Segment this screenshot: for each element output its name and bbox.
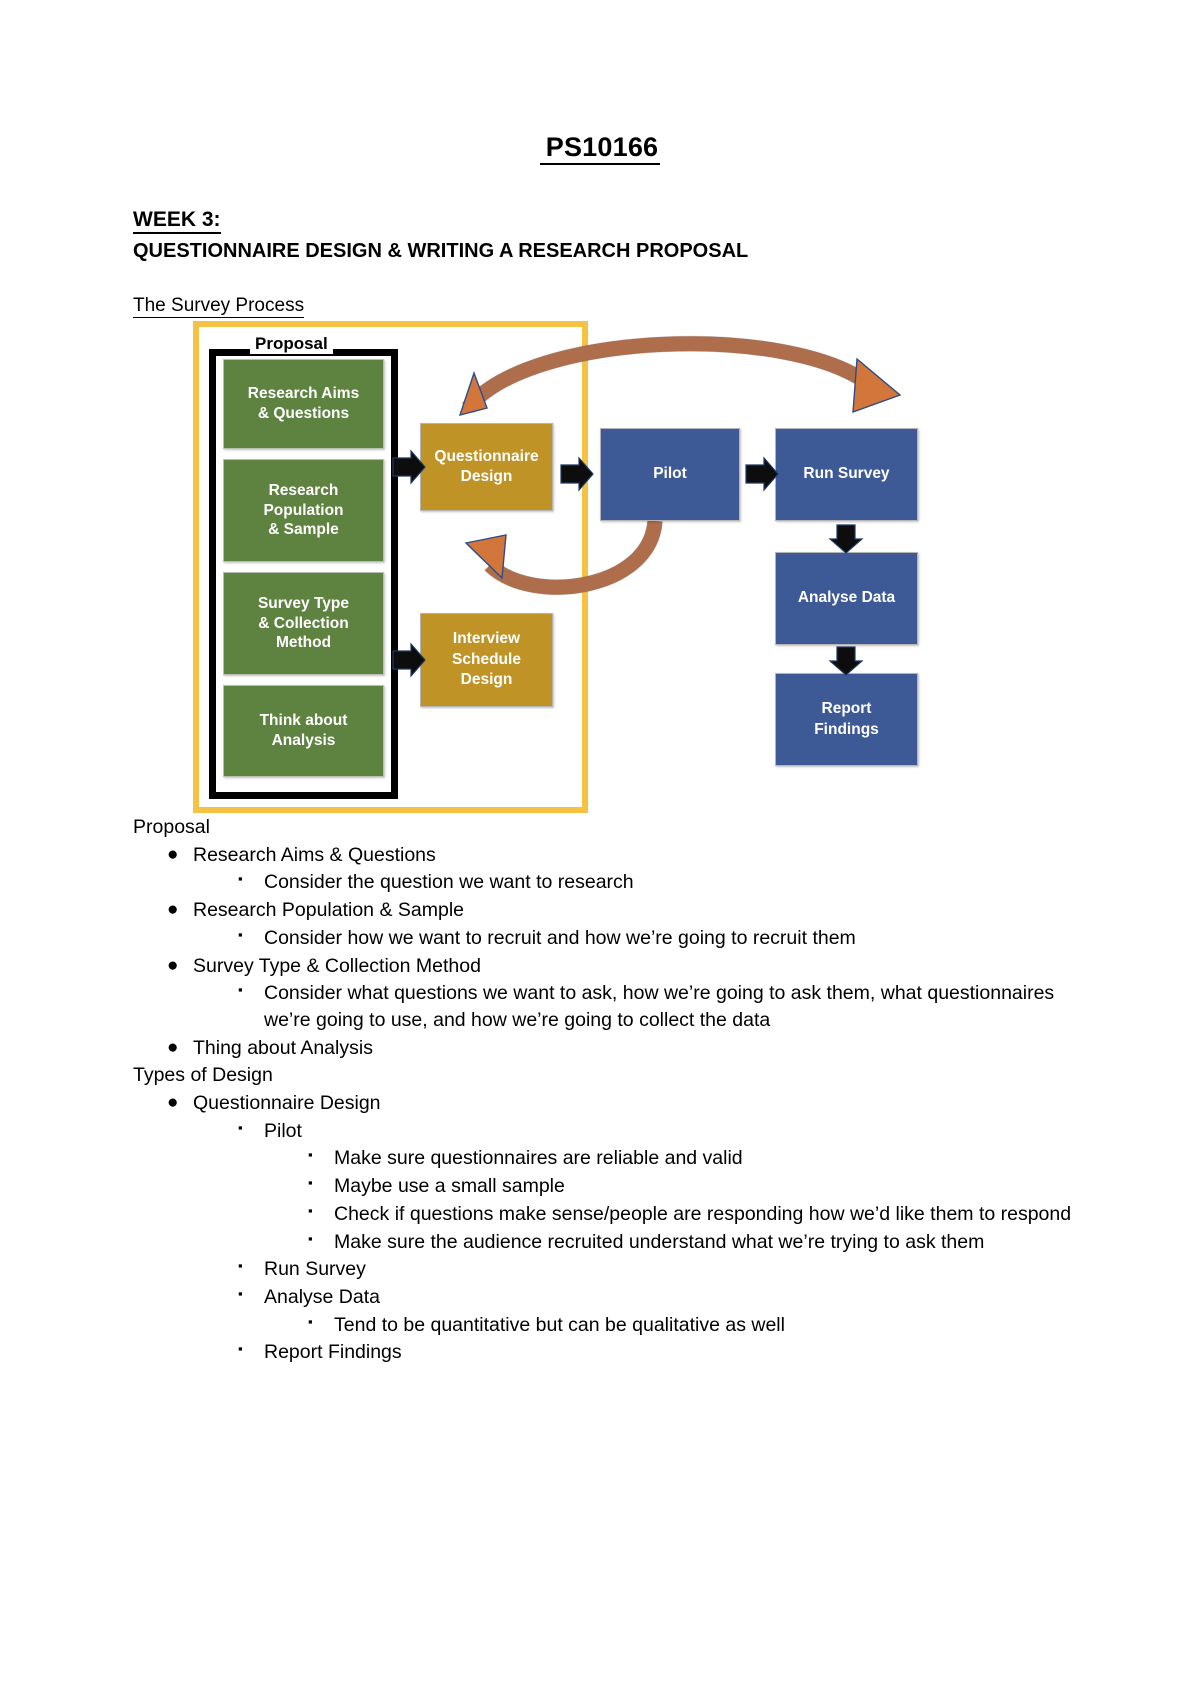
bullet-square-icon: ▪ bbox=[308, 1202, 313, 1218]
outline-item: ▪ Pilot bbox=[133, 1118, 1093, 1145]
outline-item-text: Consider how we want to recruit and how … bbox=[264, 926, 856, 949]
bullet-square-icon: ▪ bbox=[238, 1285, 243, 1301]
outline-item: Types of Design bbox=[133, 1062, 1093, 1089]
bullet-square-icon: ▪ bbox=[238, 1258, 243, 1274]
bullet-dot-icon: ● bbox=[167, 1092, 179, 1114]
outline-item-text: Analyse Data bbox=[264, 1285, 380, 1308]
outline-item-text: Pilot bbox=[264, 1119, 302, 1142]
outline-item-text: Make sure the audience recruited underst… bbox=[334, 1230, 985, 1253]
outline-item: ▪ Make sure questionnaires are reliable a… bbox=[133, 1145, 1093, 1172]
outline-list: Proposal ● Research Aims & Questions ▪ Consi… bbox=[133, 814, 1093, 1367]
proposal-step-box-3: Survey Type & Collection Method bbox=[223, 572, 384, 675]
outline-item: ● Research Population & Sample bbox=[133, 897, 1093, 924]
outline-item: ● Research Aims & Questions bbox=[133, 842, 1093, 869]
outline-item: ▪ Run Survey bbox=[133, 1256, 1093, 1283]
outline-item: ▪ Tend to be quantitative but can be qual… bbox=[133, 1312, 1093, 1339]
arrow-down-1 bbox=[828, 524, 864, 554]
pilot-box: Pilot bbox=[600, 428, 740, 521]
bullet-dot-icon: ● bbox=[167, 954, 179, 976]
analyse-data-label: Analyse Data bbox=[797, 589, 896, 607]
survey-process-diagram: Proposal Research Aims & Questions Resea… bbox=[130, 313, 960, 813]
proposal-container-label: Proposal bbox=[250, 334, 333, 354]
week-subtitle: QUESTIONNAIRE DESIGN & WRITING A RESEARC… bbox=[133, 240, 749, 262]
report-findings-box: Report Findings bbox=[775, 673, 918, 766]
outline-item: ▪ Consider what questions we want to ask,… bbox=[133, 980, 1093, 1033]
outline-item-text: Tend to be quantitative but can be quali… bbox=[334, 1313, 785, 1336]
bullet-square-icon: ▪ bbox=[238, 1119, 243, 1135]
outline-item: ● Thing about Analysis bbox=[133, 1035, 1093, 1062]
proposal-step-label-1: Research Aims & Questions bbox=[247, 385, 360, 422]
week-title: WEEK 3: bbox=[133, 208, 221, 234]
arrow-right-4 bbox=[745, 456, 779, 492]
outline-item-text: Thing about Analysis bbox=[193, 1036, 373, 1059]
outline-item-text: Proposal bbox=[133, 816, 210, 838]
week-title-text: WEEK 3: bbox=[133, 208, 221, 234]
analyse-data-box: Analyse Data bbox=[775, 552, 918, 645]
pilot-label: Pilot bbox=[653, 465, 687, 483]
section-heading: The Survey Process bbox=[133, 295, 305, 318]
outline-item: ▪ Analyse Data bbox=[133, 1284, 1093, 1311]
bullet-square-icon: ▪ bbox=[308, 1230, 313, 1246]
bullet-square-icon: ▪ bbox=[238, 1341, 243, 1357]
outline-item: ▪ Make sure the audience recruited unders… bbox=[133, 1229, 1093, 1256]
bullet-dot-icon: ● bbox=[167, 843, 179, 865]
outline-item-text: Consider the question we want to researc… bbox=[264, 871, 634, 894]
outline-item-text: Survey Type & Collection Method bbox=[193, 954, 481, 977]
bullet-square-icon: ▪ bbox=[308, 1175, 313, 1191]
outline-item-text: Consider what questions we want to ask, … bbox=[264, 982, 1055, 1031]
outline-item: ▪ Report Findings bbox=[133, 1339, 1093, 1366]
outline-item-text: Questionnaire Design bbox=[193, 1092, 381, 1115]
outline-item: ▪ Check if questions make sense/people ar… bbox=[133, 1201, 1093, 1228]
proposal-step-box-4: Think about Analysis bbox=[223, 685, 384, 777]
report-findings-label: Report Findings bbox=[814, 700, 879, 738]
proposal-step-label-4: Think about Analysis bbox=[259, 712, 348, 749]
questionnaire-design-label: Questionnaire Design bbox=[434, 447, 539, 485]
outline-item-text: Types of Design bbox=[133, 1064, 273, 1087]
bullet-square-icon: ▪ bbox=[238, 871, 243, 887]
interview-schedule-design-label: Interview Schedule Design bbox=[452, 630, 521, 689]
outline-item-text: Maybe use a small sample bbox=[334, 1175, 565, 1198]
bullet-square-icon: ▪ bbox=[238, 982, 243, 998]
outline-item: ▪ Consider the question we want to resear… bbox=[133, 869, 1093, 896]
outline-item-text: Research Population & Sample bbox=[193, 899, 464, 922]
bullet-square-icon: ▪ bbox=[308, 1313, 313, 1329]
document-code-text: PS10166 bbox=[539, 132, 661, 165]
outline-item-text: Check if questions make sense/people are… bbox=[334, 1202, 1072, 1225]
bullet-square-icon: ▪ bbox=[238, 926, 243, 942]
questionnaire-design-box: Questionnaire Design bbox=[420, 423, 553, 511]
proposal-step-label-3: Survey Type & Collection Method bbox=[257, 594, 350, 652]
outline-item-text: Run Survey bbox=[264, 1258, 366, 1281]
outline-item: ▪ Consider how we want to recruit and how… bbox=[133, 925, 1093, 952]
outline-item: ● Survey Type & Collection Method bbox=[133, 953, 1093, 980]
bullet-dot-icon: ● bbox=[167, 899, 179, 921]
outline-item-text: Research Aims & Questions bbox=[193, 843, 436, 866]
section-heading-text: The Survey Process bbox=[133, 295, 305, 318]
outline-item: ▪ Maybe use a small sample bbox=[133, 1173, 1093, 1200]
bullet-dot-icon: ● bbox=[167, 1036, 179, 1058]
outline-item-text: Make sure questionnaires are reliable an… bbox=[334, 1147, 743, 1170]
outline-item-text: Report Findings bbox=[264, 1341, 402, 1364]
interview-schedule-design-box: Interview Schedule Design bbox=[420, 613, 553, 707]
arrow-down-2 bbox=[828, 646, 864, 676]
document-code: PS10166 bbox=[0, 132, 1200, 165]
run-survey-box: Run Survey bbox=[775, 428, 918, 521]
run-survey-label: Run Survey bbox=[803, 465, 890, 483]
outline-item: Proposal bbox=[133, 814, 1093, 841]
proposal-step-box-1: Research Aims & Questions bbox=[223, 359, 384, 449]
outline-item: ● Questionnaire Design bbox=[133, 1090, 1093, 1117]
bullet-square-icon: ▪ bbox=[308, 1147, 313, 1163]
proposal-step-label-2: Research Population & Sample bbox=[263, 481, 344, 539]
proposal-step-box-2: Research Population & Sample bbox=[223, 459, 384, 562]
